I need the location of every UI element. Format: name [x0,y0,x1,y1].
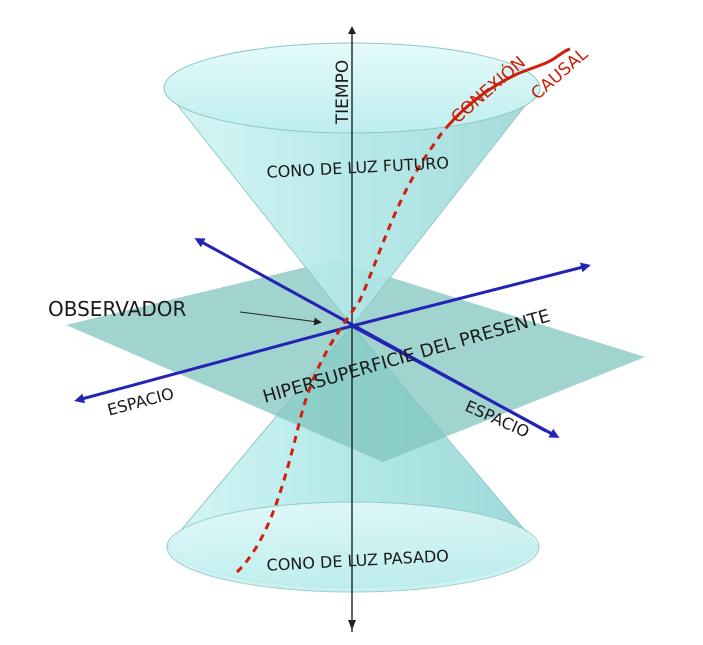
observer-pointer [239,311,322,326]
past-light-cone [166,325,540,593]
present-hypersurface-plane [66,260,645,462]
time-axis-label: TIEMPO [333,60,353,125]
observer-label: OBSERVADOR [48,297,186,321]
space-axis-1-tail [351,324,560,438]
causal-connection-dashed [235,126,448,574]
causal-connection-solid [444,47,571,129]
space-axis-2-tail [74,324,353,404]
space-axis-2 [351,262,591,328]
time-axis-bottom-arrow [348,620,356,630]
